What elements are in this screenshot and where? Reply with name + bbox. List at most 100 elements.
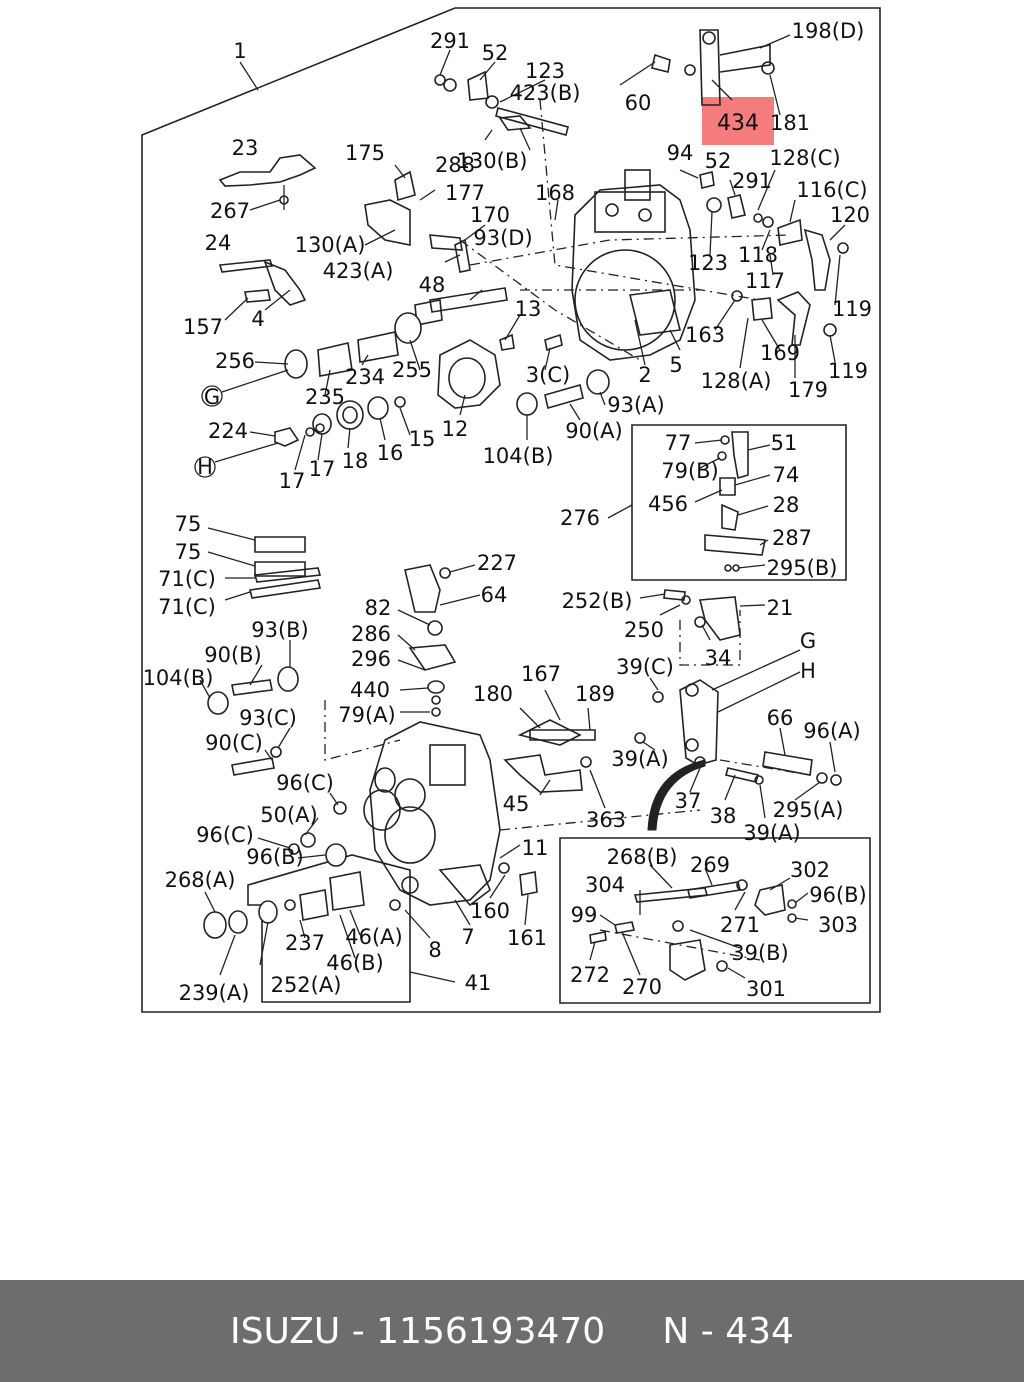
top-left-parts — [218, 70, 569, 306]
callout-G: G — [800, 629, 816, 653]
callout-175: 175 — [345, 141, 385, 165]
callout-235: 235 — [305, 385, 345, 409]
lever-198 — [651, 29, 775, 106]
callout-21: 21 — [767, 596, 794, 620]
highlight-label[interactable]: 434 — [717, 111, 759, 136]
callout-118: 118 — [738, 243, 778, 267]
callout-167: 167 — [521, 662, 561, 686]
callout-71(C): 71(C) — [158, 567, 216, 591]
callout-295(A): 295(A) — [773, 798, 844, 822]
callout-128(C): 128(C) — [769, 146, 840, 170]
callout-39(A): 39(A) — [611, 747, 668, 771]
separator — [365, 1311, 376, 1352]
callout-39(A): 39(A) — [743, 821, 800, 845]
subassembly-lever-frame — [559, 837, 871, 1004]
callout-116(C): 116(C) — [796, 178, 867, 202]
parts-diagram: 434 — [141, 7, 881, 1013]
separator — [689, 1311, 700, 1352]
callout-96(B): 96(B) — [246, 845, 304, 869]
callout-291: 291 — [732, 169, 772, 193]
callout-94: 94 — [667, 141, 694, 165]
callout-271: 271 — [720, 913, 760, 937]
pump-housing-top — [571, 169, 696, 361]
callout-250: 250 — [624, 618, 664, 642]
subassembly-41-frame — [247, 854, 411, 1003]
callout-18: 18 — [342, 449, 369, 473]
callout-75: 75 — [175, 540, 202, 564]
callout-28: 28 — [773, 493, 800, 517]
callout-157: 157 — [183, 315, 223, 339]
callout-74: 74 — [773, 463, 800, 487]
callout-96(C): 96(C) — [196, 823, 254, 847]
callout-181: 181 — [770, 111, 810, 135]
callout-161: 161 — [507, 926, 547, 950]
subassembly-276-frame — [631, 424, 847, 581]
callout-60: 60 — [625, 91, 652, 115]
callout-66: 66 — [767, 706, 794, 730]
callout-256: 256 — [215, 349, 255, 373]
governor-parts — [404, 564, 842, 831]
callout-46(A): 46(A) — [345, 925, 402, 949]
callout-130(B): 130(B) — [457, 149, 528, 173]
callout-93(D): 93(D) — [473, 226, 532, 250]
callout-79(A): 79(A) — [338, 703, 395, 727]
callout-123: 123 — [688, 251, 728, 275]
callout-177: 177 — [445, 181, 485, 205]
callout-130(A): 130(A) — [295, 233, 366, 257]
callout-363: 363 — [586, 808, 626, 832]
callout-291: 291 — [430, 29, 470, 53]
callout-79(B): 79(B) — [661, 459, 719, 483]
diagram-frame — [141, 7, 881, 1013]
callout-17: 17 — [309, 457, 336, 481]
callout-286: 286 — [351, 622, 391, 646]
callout-41: 41 — [465, 971, 492, 995]
callout-17: 17 — [279, 469, 306, 493]
callout-168: 168 — [535, 181, 575, 205]
callout-93(B): 93(B) — [251, 618, 309, 642]
callout-75: 75 — [175, 512, 202, 536]
callout-119: 119 — [832, 297, 872, 321]
callout-96(C): 96(C) — [276, 771, 334, 795]
callout-7: 7 — [461, 925, 474, 949]
callout-270: 270 — [622, 975, 662, 999]
callout-239(A): 239(A) — [179, 981, 250, 1005]
callout-163: 163 — [685, 323, 725, 347]
part-number: 1156193470 — [376, 1310, 606, 1352]
callout-G: G — [204, 385, 220, 409]
callout-90(A): 90(A) — [565, 419, 622, 443]
callout-303: 303 — [818, 913, 858, 937]
right-linkage-parts — [699, 171, 849, 346]
callout-96(A): 96(A) — [803, 719, 860, 743]
separator — [605, 1311, 662, 1352]
callout-24: 24 — [205, 231, 232, 255]
callout-90(B): 90(B) — [204, 643, 262, 667]
callout-52: 52 — [705, 149, 732, 173]
callout-23: 23 — [232, 136, 259, 160]
callout-15: 15 — [409, 427, 436, 451]
callout-117: 117 — [745, 269, 785, 293]
callout-11: 11 — [522, 836, 549, 860]
leader-lines — [199, 34, 846, 983]
callout-287: 287 — [772, 526, 812, 550]
callout-12: 12 — [442, 417, 469, 441]
callout-302: 302 — [790, 858, 830, 882]
callout-170: 170 — [470, 203, 510, 227]
callout-52: 52 — [482, 41, 509, 65]
callout-1: 1 — [233, 39, 246, 63]
callout-120: 120 — [830, 203, 870, 227]
callout-423(A): 423(A) — [323, 259, 394, 283]
callout-77: 77 — [665, 431, 692, 455]
callout-104(B): 104(B) — [483, 444, 554, 468]
callout-269: 269 — [690, 853, 730, 877]
callout-160: 160 — [470, 899, 510, 923]
callout-37: 37 — [675, 789, 702, 813]
callout-13: 13 — [515, 297, 542, 321]
separator — [340, 1311, 351, 1352]
callout-234: 234 — [345, 365, 385, 389]
callout-46(B): 46(B) — [326, 951, 384, 975]
callout-440: 440 — [350, 678, 390, 702]
callout-272: 272 — [570, 963, 610, 987]
callout-198(D): 198(D) — [792, 19, 865, 43]
callout-2: 2 — [638, 363, 651, 387]
footer-bar: ISUZU - 1156193470 N - 434 — [0, 1280, 1024, 1382]
